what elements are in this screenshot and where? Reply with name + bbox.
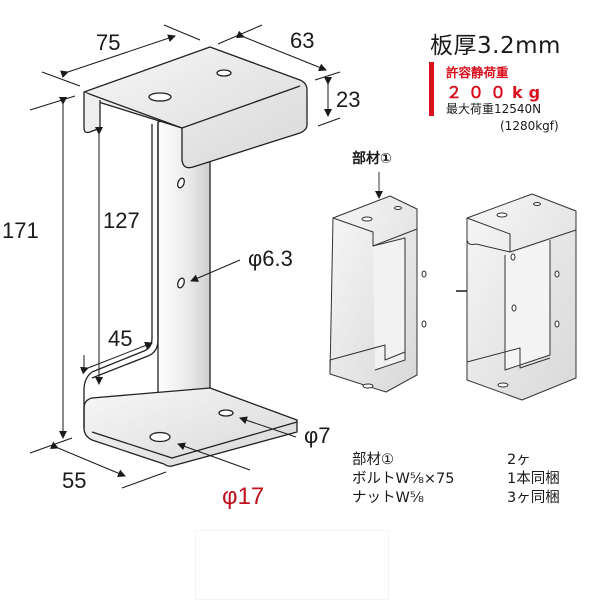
part-name: 部材① bbox=[352, 452, 394, 468]
dim-gap-45: 45 bbox=[108, 326, 132, 351]
part-qty: 1本同梱 bbox=[507, 471, 560, 487]
part-qty: 2ヶ bbox=[507, 452, 531, 468]
dim-inner-127: 127 bbox=[103, 208, 140, 233]
part-name: ナットW⅝ bbox=[352, 490, 424, 506]
parts-list-row: ナットW⅝ 3ヶ同梱 bbox=[352, 489, 560, 508]
dim-width-75: 75 bbox=[96, 30, 120, 55]
load-accent-bar bbox=[429, 62, 434, 116]
parts-list-row: 部材① 2ヶ bbox=[352, 451, 560, 470]
dim-height-171: 171 bbox=[2, 218, 39, 243]
dim-bottom-55: 55 bbox=[62, 468, 86, 493]
parts-list-row: ボルトW⅝×75 1本同梱 bbox=[352, 470, 560, 489]
dim-small-hole: φ7 bbox=[304, 423, 331, 448]
part-illustration bbox=[329, 172, 577, 401]
max-load: 最大荷重12540N bbox=[446, 102, 542, 116]
part-label: 部材① bbox=[352, 151, 392, 167]
max-load-kgf: (1280kgf) bbox=[500, 119, 559, 133]
dim-depth-63: 63 bbox=[290, 28, 314, 53]
dim-side-hole: φ6.3 bbox=[248, 246, 293, 271]
part-name: ボルトW⅝×75 bbox=[352, 471, 455, 487]
dim-flange-23: 23 bbox=[336, 87, 360, 112]
part-qty: 3ヶ同梱 bbox=[507, 490, 560, 506]
dim-large-hole: φ17 bbox=[222, 483, 264, 510]
blank-frame bbox=[195, 530, 389, 600]
plate-thickness: 板厚3.2mm bbox=[430, 33, 561, 59]
allowable-load-value: ２００kg bbox=[446, 83, 547, 102]
allowable-load-label: 許容静荷重 bbox=[446, 65, 509, 80]
dimension-lines bbox=[29, 24, 341, 489]
parts-list: 部材① 2ヶ ボルトW⅝×75 1本同梱 ナットW⅝ 3ヶ同梱 bbox=[352, 451, 560, 508]
